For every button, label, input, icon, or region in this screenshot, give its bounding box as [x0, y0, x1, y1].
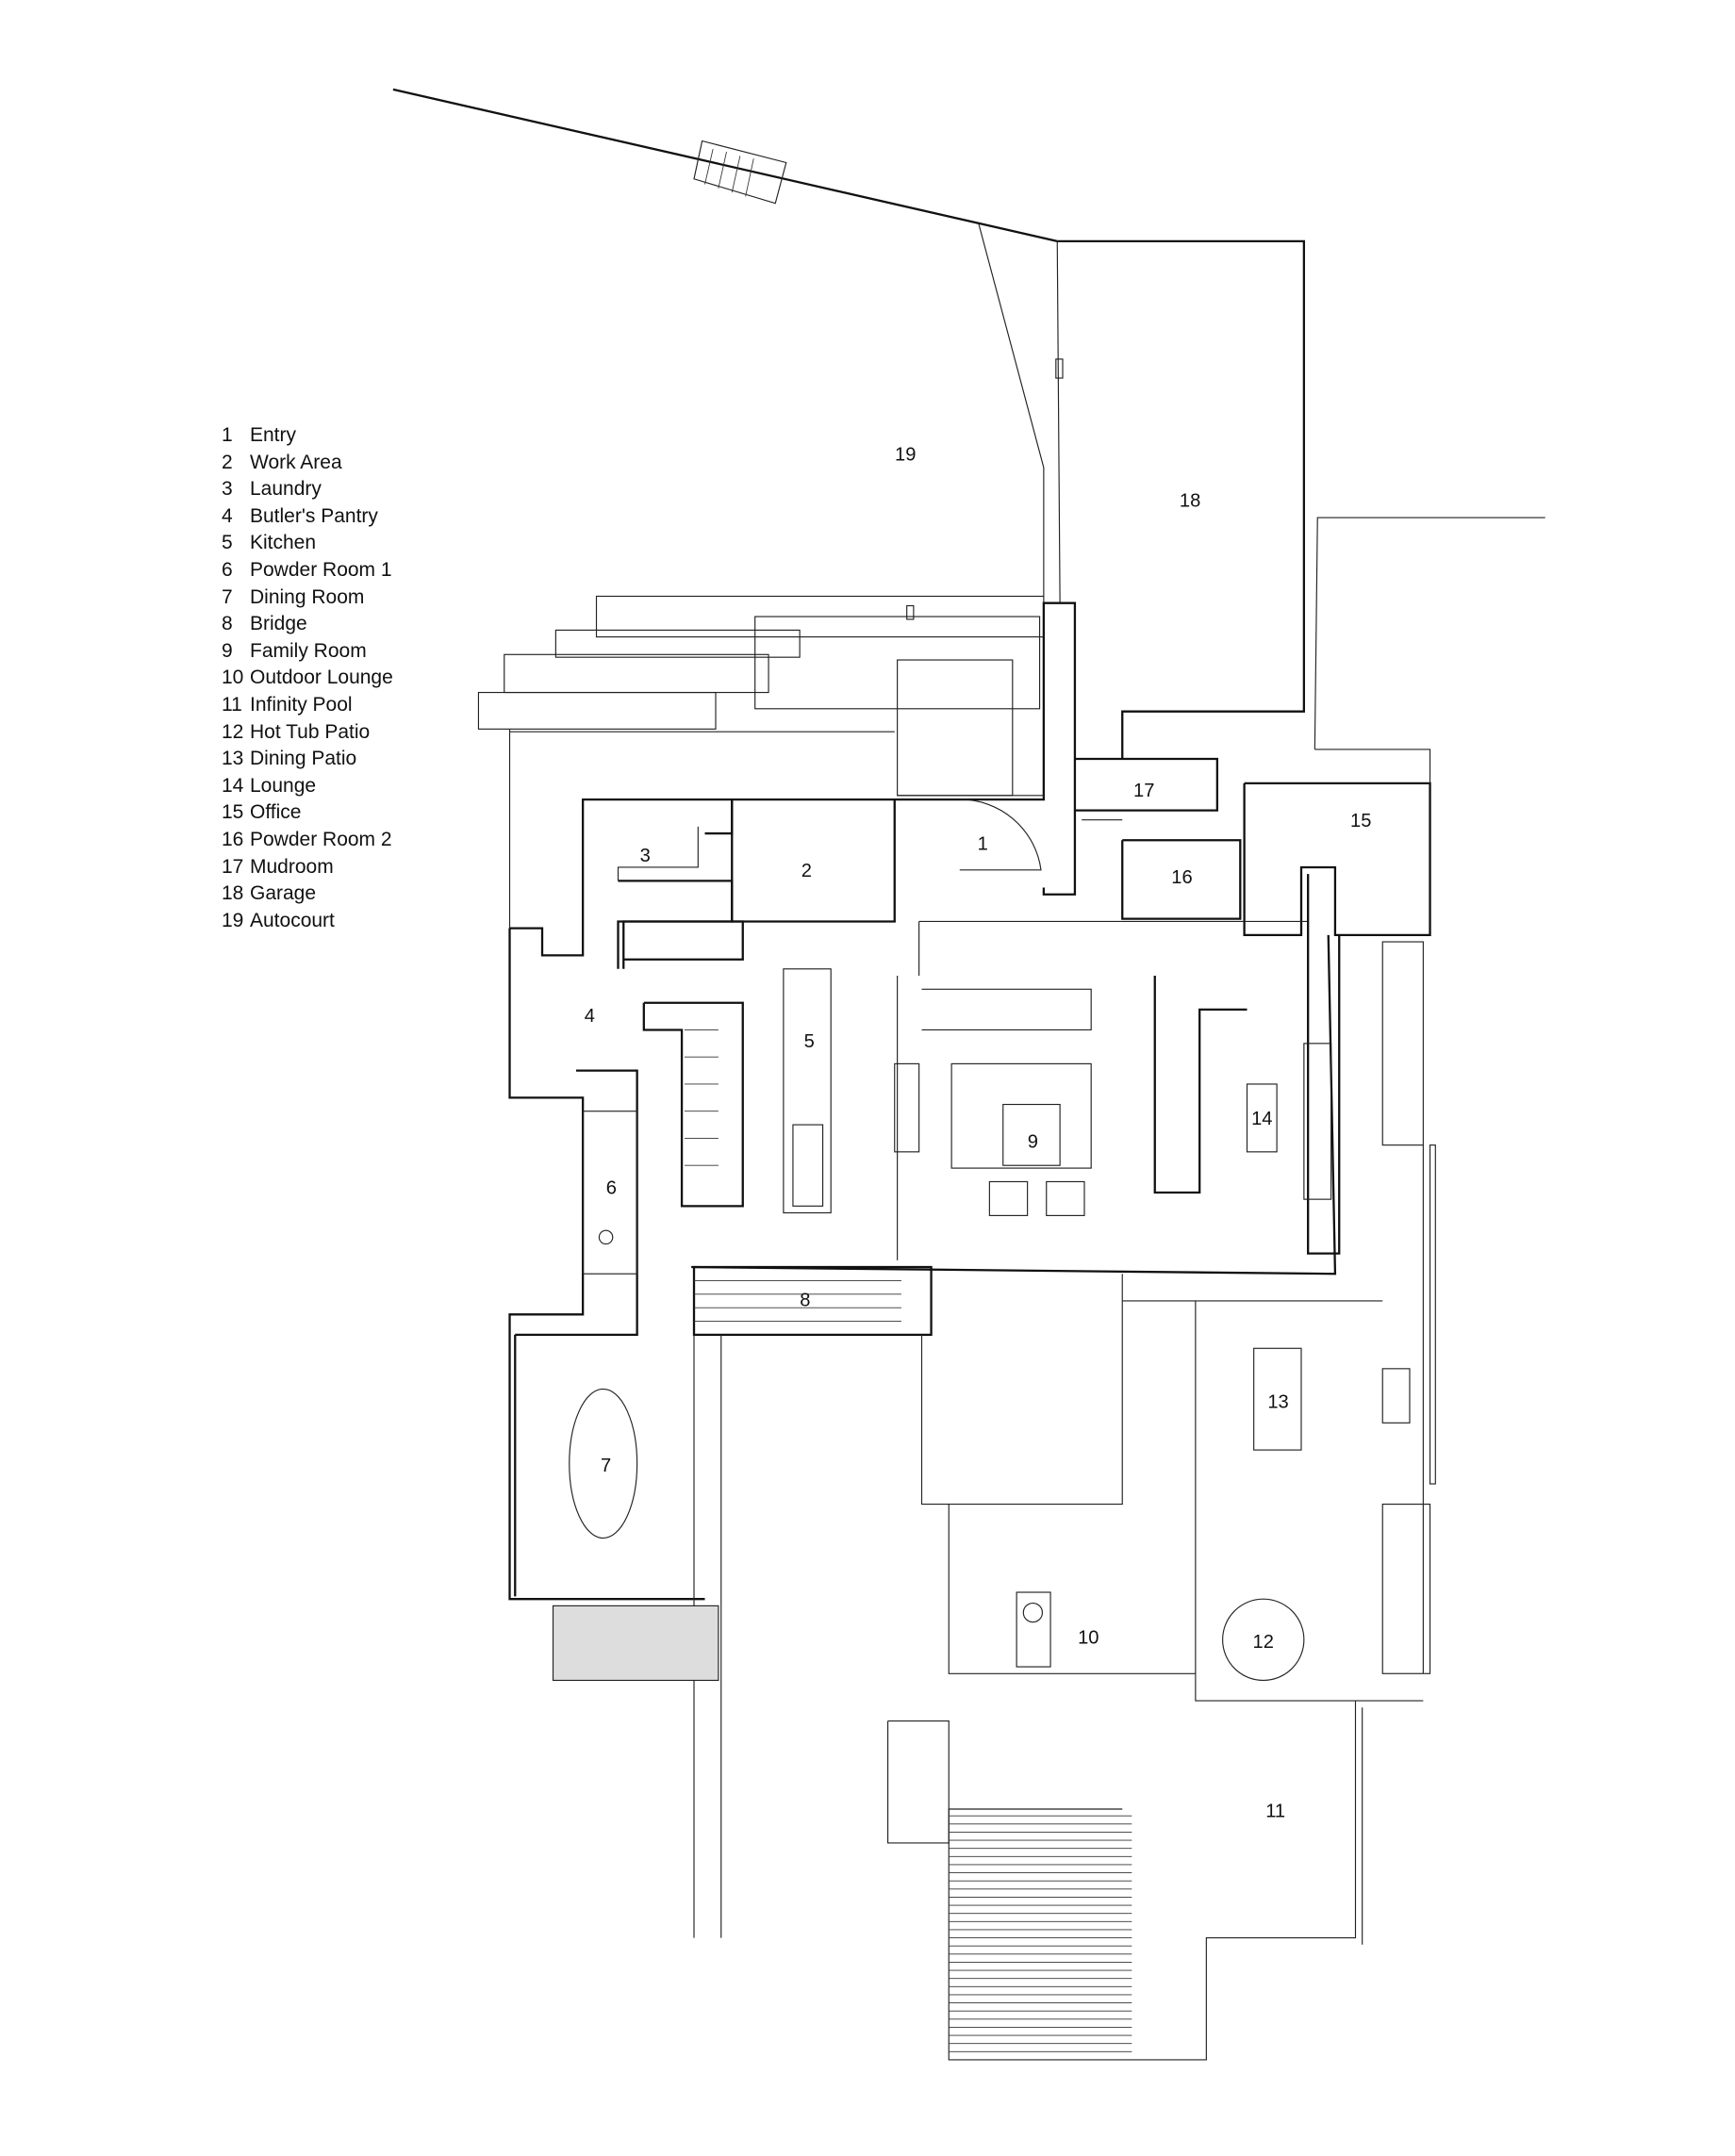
legend-item: 16 Powder Room 2 [222, 827, 393, 854]
legend-item: 2 Work Area [222, 450, 393, 477]
room-label-5: 5 [804, 1031, 815, 1052]
site-steps [693, 140, 787, 205]
garage [1057, 239, 1306, 759]
legend-number: 17 [222, 855, 244, 878]
legend-label: Lounge [250, 774, 317, 797]
room-label-9: 9 [1028, 1132, 1038, 1153]
room-label-11: 11 [1265, 1802, 1285, 1822]
legend-number: 6 [222, 558, 233, 581]
legend-number: 12 [222, 720, 244, 743]
legend-label: Laundry [250, 478, 322, 501]
legend-item: 12 Hot Tub Patio [222, 719, 393, 747]
room-label-7: 7 [601, 1456, 611, 1476]
house-walls [508, 601, 1431, 1601]
legend-label: Work Area [250, 451, 342, 473]
legend-label: Mudroom [250, 855, 334, 878]
room-label-8: 8 [800, 1291, 810, 1311]
legend-item: 8 Bridge [222, 611, 393, 638]
stair [684, 1029, 719, 1166]
room-label-16: 16 [1171, 867, 1192, 888]
room-label-18: 18 [1180, 491, 1200, 512]
legend-label: Hot Tub Patio [250, 720, 371, 743]
room-label-6: 6 [606, 1177, 617, 1198]
legend-number: 19 [222, 909, 244, 931]
legend-number: 10 [222, 667, 244, 689]
legend-number: 18 [222, 882, 244, 905]
legend-item: 15 Office [222, 799, 393, 827]
legend-number: 5 [222, 532, 233, 554]
legend-number: 11 [222, 693, 242, 716]
room-label-10: 10 [1078, 1628, 1099, 1649]
legend-number: 9 [222, 639, 233, 662]
legend-label: Powder Room 2 [250, 828, 392, 850]
room-label-14: 14 [1251, 1109, 1272, 1129]
room-legend: 1 Entry 2 Work Area 3 Laundry 4 Butler's Pantry… [222, 422, 393, 934]
room-label-15: 15 [1350, 811, 1371, 831]
legend-label: Butler's Pantry [250, 504, 378, 527]
legend-item: 18 Garage [222, 881, 393, 908]
legend-label: Powder Room 1 [250, 558, 392, 581]
room-label-19: 19 [895, 445, 916, 466]
bridge-deck [692, 1265, 933, 1938]
legend-number: 14 [222, 774, 244, 797]
room-label-1: 1 [978, 833, 988, 854]
legend-label: Bridge [250, 613, 307, 635]
legend-label: Kitchen [250, 532, 317, 554]
pool-steps [949, 1815, 1132, 2052]
terrace-steps [477, 595, 1045, 935]
legend-label: Autocourt [250, 909, 335, 931]
legend-item: 4 Butler's Pantry [222, 503, 393, 531]
legend-label: Garage [250, 882, 317, 905]
powder-room-1 [582, 1111, 638, 1275]
legend-item: 13 Dining Patio [222, 746, 393, 773]
dining-table [569, 1388, 638, 1539]
legend-number: 15 [222, 801, 244, 824]
legend-label: Office [250, 801, 302, 824]
interior-details [642, 941, 1436, 1674]
room-label-3: 3 [640, 846, 651, 866]
legend-item: 17 Mudroom [222, 854, 393, 881]
legend-number: 13 [222, 748, 244, 770]
legend-number: 4 [222, 504, 233, 527]
legend-item: 9 Family Room [222, 638, 393, 666]
legend-number: 7 [222, 585, 233, 608]
room-label-13: 13 [1267, 1392, 1288, 1413]
legend-item: 6 Powder Room 1 [222, 557, 393, 584]
legend-number: 3 [222, 478, 233, 501]
legend-item: 19 Autocourt [222, 908, 393, 935]
site-lines [392, 88, 1545, 749]
legend-number: 16 [222, 828, 244, 850]
legend-item: 1 Entry [222, 422, 393, 450]
legend-item: 14 Lounge [222, 773, 393, 800]
planter [552, 1605, 719, 1682]
room-label-12: 12 [1253, 1632, 1274, 1653]
room-label-2: 2 [801, 861, 812, 881]
legend-label: Entry [250, 424, 297, 446]
legend-label: Dining Patio [250, 748, 357, 770]
room-labels: 1 2 3 4 5 6 7 8 9 10 11 12 13 14 15 16 1… [585, 445, 1372, 1822]
room-label-17: 17 [1133, 781, 1154, 801]
legend-item: 10 Outdoor Lounge [222, 665, 393, 692]
legend-item: 3 Laundry [222, 476, 393, 503]
legend-label: Family Room [250, 639, 367, 662]
patios [886, 1274, 1431, 2061]
legend-item: 7 Dining Room [222, 584, 393, 612]
legend-label: Dining Room [250, 585, 365, 608]
legend-label: Infinity Pool [250, 693, 353, 716]
legend-label: Outdoor Lounge [250, 667, 393, 689]
legend-number: 2 [222, 451, 233, 473]
legend-item: 11 Infinity Pool [222, 692, 393, 719]
legend-number: 1 [222, 424, 233, 446]
legend-number: 8 [222, 613, 233, 635]
room-label-4: 4 [585, 1006, 595, 1027]
legend-item: 5 Kitchen [222, 530, 393, 557]
